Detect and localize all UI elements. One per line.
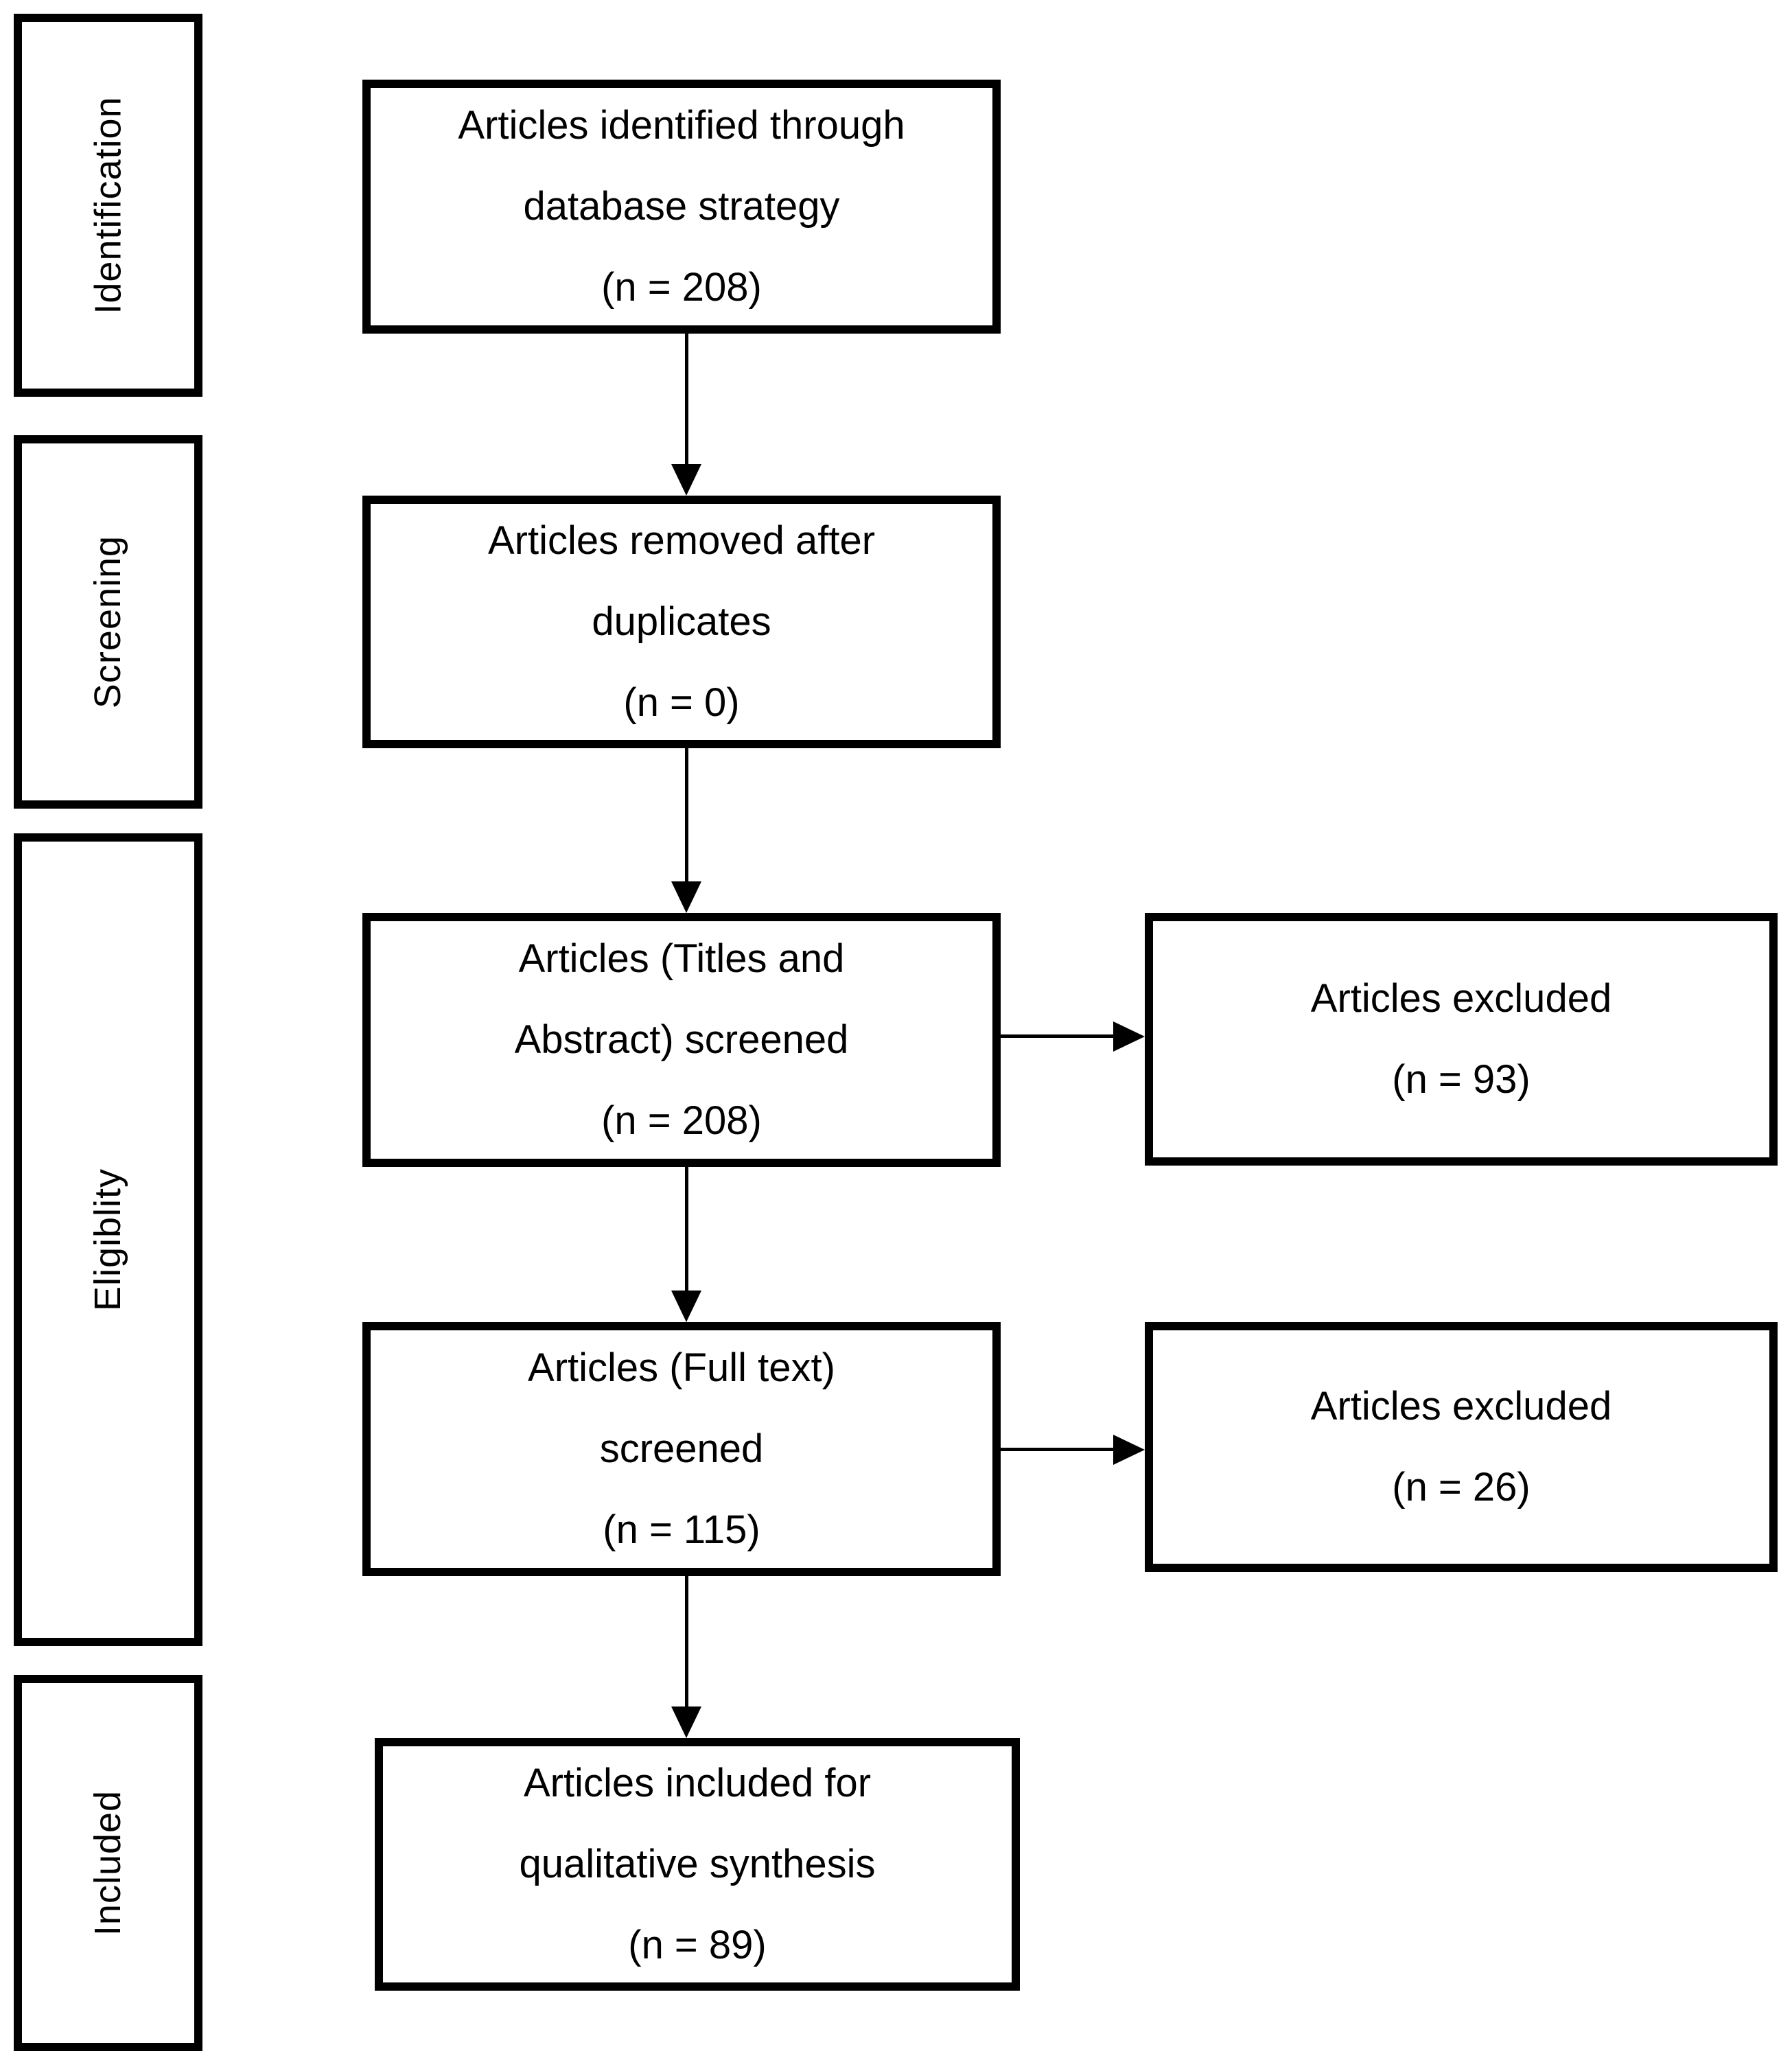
stage-box-included: Included	[14, 1675, 202, 2051]
arrow-right-1-head	[1113, 1021, 1145, 1052]
flow-box-text-line: Articles removed after	[487, 518, 876, 563]
flow-box-text-line: qualitative synthesis	[519, 1842, 876, 1886]
stage-label-screening: Screening	[87, 535, 129, 709]
flow-box-text-line: Abstract) screened	[514, 1017, 849, 1062]
flow-box-text-line: screened	[599, 1426, 764, 1471]
arrow-down-4-head	[671, 1706, 701, 1738]
arrow-down-3-head	[671, 1291, 701, 1322]
stage-label-included: Included	[87, 1790, 129, 1936]
arrow-down-2-head	[671, 881, 701, 913]
stage-label-identification: Identification	[87, 96, 129, 314]
flow-box-text-line: database strategy	[523, 184, 840, 229]
flow-box-full-text-screened: Articles (Full text) screened (n = 115)	[362, 1322, 1001, 1576]
flow-box-count: (n = 0)	[623, 680, 740, 725]
flow-box-count: (n = 115)	[603, 1507, 760, 1552]
flow-box-text-line: duplicates	[592, 599, 771, 644]
flow-box-text-line: Articles (Titles and	[518, 936, 845, 981]
flow-box-count: (n = 208)	[601, 1098, 762, 1143]
exclusion-box-26: Articles excluded (n = 26)	[1145, 1322, 1778, 1572]
flow-box-text-line: Articles included for	[523, 1761, 872, 1805]
flow-box-count: (n = 89)	[628, 1923, 767, 1967]
arrow-down-1-head	[671, 464, 701, 496]
exclusion-box-93: Articles excluded (n = 93)	[1145, 913, 1778, 1166]
stage-box-eligiblity: Eligiblity	[14, 833, 202, 1646]
exclusion-box-count: (n = 93)	[1392, 1057, 1531, 1102]
flow-box-included-qualitative: Articles included for qualitative synthe…	[375, 1738, 1020, 1991]
stage-box-screening: Screening	[14, 435, 202, 809]
arrow-right-1-shaft	[1001, 1034, 1115, 1038]
stage-label-eligiblity: Eligiblity	[87, 1168, 129, 1312]
flow-box-duplicates-removed: Articles removed after duplicates (n = 0…	[362, 496, 1001, 748]
exclusion-box-text-line: Articles excluded	[1310, 1384, 1612, 1428]
arrow-down-3-shaft	[685, 1167, 688, 1292]
exclusion-box-count: (n = 26)	[1392, 1465, 1531, 1509]
flow-box-text-line: Articles (Full text)	[528, 1345, 835, 1390]
flow-box-articles-identified: Articles identified through database str…	[362, 80, 1001, 334]
arrow-down-2-shaft	[685, 748, 688, 883]
arrow-right-2-head	[1113, 1435, 1145, 1465]
exclusion-box-text-line: Articles excluded	[1310, 976, 1612, 1021]
arrow-down-1-shaft	[685, 334, 688, 465]
arrow-down-4-shaft	[685, 1576, 688, 1708]
flow-box-count: (n = 208)	[601, 265, 762, 310]
flow-box-text-line: Articles identified through	[458, 103, 905, 148]
flow-box-titles-abstract-screened: Articles (Titles and Abstract) screened …	[362, 913, 1001, 1167]
stage-box-identification: Identification	[14, 14, 202, 397]
arrow-right-2-shaft	[1001, 1448, 1115, 1451]
